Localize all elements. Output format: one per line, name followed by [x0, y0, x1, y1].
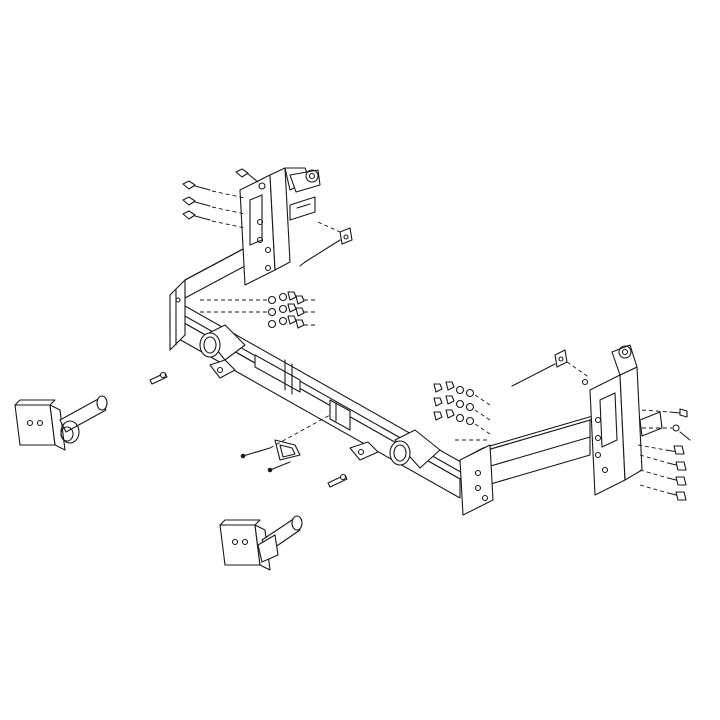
main-crossbar: [169, 305, 476, 499]
left-upper-bolts: [182, 168, 266, 229]
bolt-top: [235, 168, 266, 190]
bolt-1: [182, 180, 246, 199]
right-upper-bolts: [641, 408, 691, 441]
safety-pin-left: [149, 371, 168, 385]
right-bolt-4: [639, 469, 687, 486]
right-bolt-5: [639, 484, 687, 501]
left-nut-cluster: [267, 291, 318, 329]
left-vertical-bracket: [239, 167, 321, 286]
left-receiver: [199, 324, 246, 379]
right-vertical-bracket: [589, 344, 663, 496]
right-bolt-2: [642, 424, 691, 441]
safety-pin-center: [327, 473, 348, 488]
bottom-mounting-bracket: [219, 515, 303, 571]
right-connector: [511, 349, 591, 387]
right-receiver: [349, 429, 441, 469]
right-bolt-3: [639, 454, 687, 471]
right-bolt-6: [637, 444, 685, 455]
right-lower-bolts: [637, 444, 687, 501]
right-bolt-1: [641, 408, 688, 418]
right-nut-cluster: [433, 381, 491, 441]
left-connector: [299, 221, 353, 267]
bolt-2: [182, 196, 246, 215]
center-screws: [240, 414, 331, 473]
right-arm: [459, 412, 604, 516]
bolt-3: [182, 210, 246, 229]
center-clip: [274, 439, 301, 461]
left-mounting-bracket: [14, 395, 108, 451]
